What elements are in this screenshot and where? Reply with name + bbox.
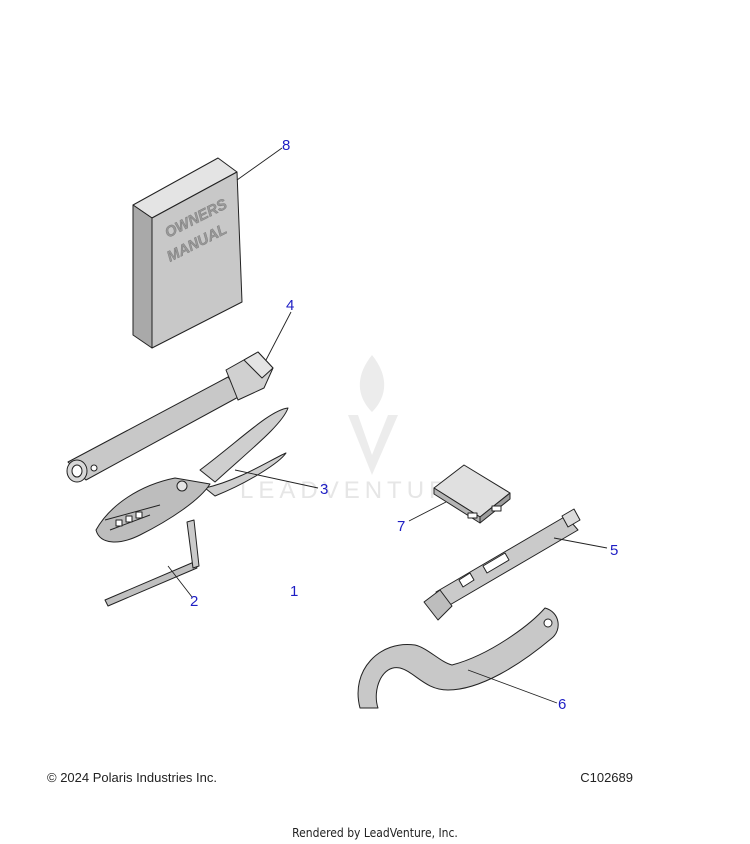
- callout-8: 8: [282, 137, 290, 154]
- diagram-code: C102689: [580, 770, 633, 785]
- leader-lines: [167, 147, 608, 704]
- pad-case: [433, 464, 511, 524]
- callout-2: 2: [190, 593, 198, 610]
- parts-diagram: LEADVENTURE OWNERS MANUAL: [66, 137, 618, 713]
- spanner-wrench: [357, 607, 559, 709]
- watermark-text: LEADVENTURE: [240, 477, 472, 504]
- callout-7: 7: [397, 518, 405, 535]
- hex-key: [104, 519, 200, 607]
- callout-5: 5: [610, 542, 618, 559]
- leadventure-watermark: LEADVENTURE: [240, 355, 472, 504]
- callout-6: 6: [558, 696, 566, 713]
- owners-manual: OWNERS MANUAL: [132, 157, 243, 349]
- pliers: [95, 407, 289, 543]
- rendered-by-text: Rendered by LeadVenture, Inc.: [292, 826, 458, 840]
- copyright-text: © 2024 Polaris Industries Inc.: [47, 770, 217, 785]
- callout-1: 1: [290, 583, 298, 600]
- callout-numbers: 8 4 3 2 1 7 5 6: [190, 137, 618, 713]
- callout-3: 3: [320, 481, 328, 498]
- callout-4: 4: [286, 297, 294, 314]
- ratchet-handle: [423, 508, 581, 621]
- socket-tube: [66, 351, 274, 483]
